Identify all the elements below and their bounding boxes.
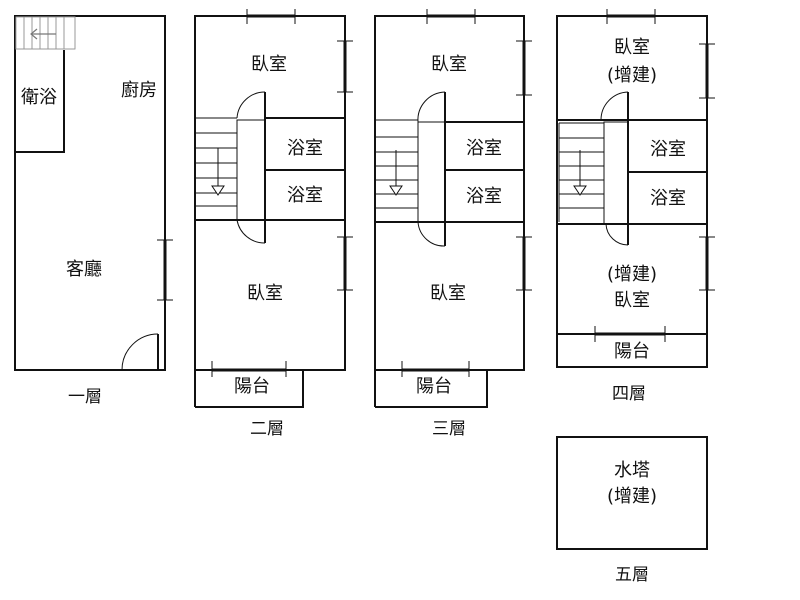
balcony-wall <box>195 370 304 408</box>
door <box>417 91 446 123</box>
door <box>605 223 629 246</box>
floor-2-plan: 臥室 浴室 浴室 臥室 陽台 二層 <box>194 9 353 439</box>
room-label-bath: 衛浴 <box>21 87 57 108</box>
room-label-bedroom-rear: 臥室 <box>430 283 466 304</box>
window <box>426 9 476 24</box>
floor-5-plan: 水塔 (增建) 五層 <box>556 436 708 585</box>
room-label-bath-upper: 浴室 <box>466 138 502 159</box>
staircase <box>375 119 446 223</box>
window <box>246 9 296 24</box>
door <box>236 219 266 244</box>
room-label-living: 客廳 <box>66 259 102 280</box>
floor-1-plan: 衛浴 廚房 客廳 一層 <box>14 15 173 407</box>
room-label-kitchen: 廚房 <box>121 79 157 101</box>
window <box>516 236 532 291</box>
room-label-bedroom-front: 臥室 <box>614 37 650 58</box>
window <box>699 43 715 99</box>
room-label-balcony: 陽台 <box>234 376 270 397</box>
floor-3-plan: 臥室 浴室 浴室 臥室 陽台 三層 <box>374 9 532 439</box>
room-note-bedroom-front: (增建) <box>607 65 657 86</box>
balcony-door <box>594 326 666 342</box>
room-label-bath-upper: 浴室 <box>287 138 323 159</box>
door <box>417 221 446 247</box>
room-label-bedroom-rear: 臥室 <box>614 290 650 311</box>
room-label-bath-lower: 浴室 <box>466 186 502 207</box>
window <box>337 40 353 93</box>
room-label-balcony: 陽台 <box>416 376 452 397</box>
bathroom-wall <box>15 50 65 153</box>
room-label-water-tower: 水塔 <box>614 460 650 481</box>
floor-1-outline <box>14 15 166 371</box>
room-label-bedroom-rear: 臥室 <box>247 283 283 304</box>
window <box>606 9 656 24</box>
balcony-door <box>401 361 470 377</box>
room-label-bath-upper: 浴室 <box>650 139 686 160</box>
floor-title-5: 五層 <box>615 565 649 585</box>
floor-2-outline <box>194 15 346 407</box>
room-label-bath-lower: 浴室 <box>650 188 686 209</box>
room-label-bath-lower: 浴室 <box>287 185 323 206</box>
floor-5-outline <box>556 436 708 550</box>
staircase <box>558 121 629 225</box>
window <box>337 236 353 291</box>
room-label-bedroom-front: 臥室 <box>251 54 287 75</box>
window <box>157 239 173 301</box>
entrance-door <box>121 333 159 371</box>
window <box>699 236 715 291</box>
door <box>236 91 266 119</box>
room-label-bedroom-front: 臥室 <box>431 54 467 75</box>
balcony-door <box>211 361 287 377</box>
door <box>600 91 629 121</box>
room-label-balcony: 陽台 <box>614 341 650 362</box>
room-note-bedroom-rear: (增建) <box>607 264 657 285</box>
floor-4-plan: 臥室 (增建) 浴室 浴室 (增建) 臥室 陽台 四層 <box>556 9 715 404</box>
floor-3-outline <box>374 15 525 407</box>
room-note-water-tower: (增建) <box>607 486 657 507</box>
floor-title-1: 一層 <box>68 387 102 407</box>
stair-landing <box>15 16 76 50</box>
floor-title-3: 三層 <box>432 419 466 439</box>
window <box>516 40 532 96</box>
floor-title-2: 二層 <box>250 419 284 439</box>
floor-title-4: 四層 <box>612 384 646 404</box>
staircase <box>195 117 266 221</box>
balcony-wall <box>375 370 488 408</box>
